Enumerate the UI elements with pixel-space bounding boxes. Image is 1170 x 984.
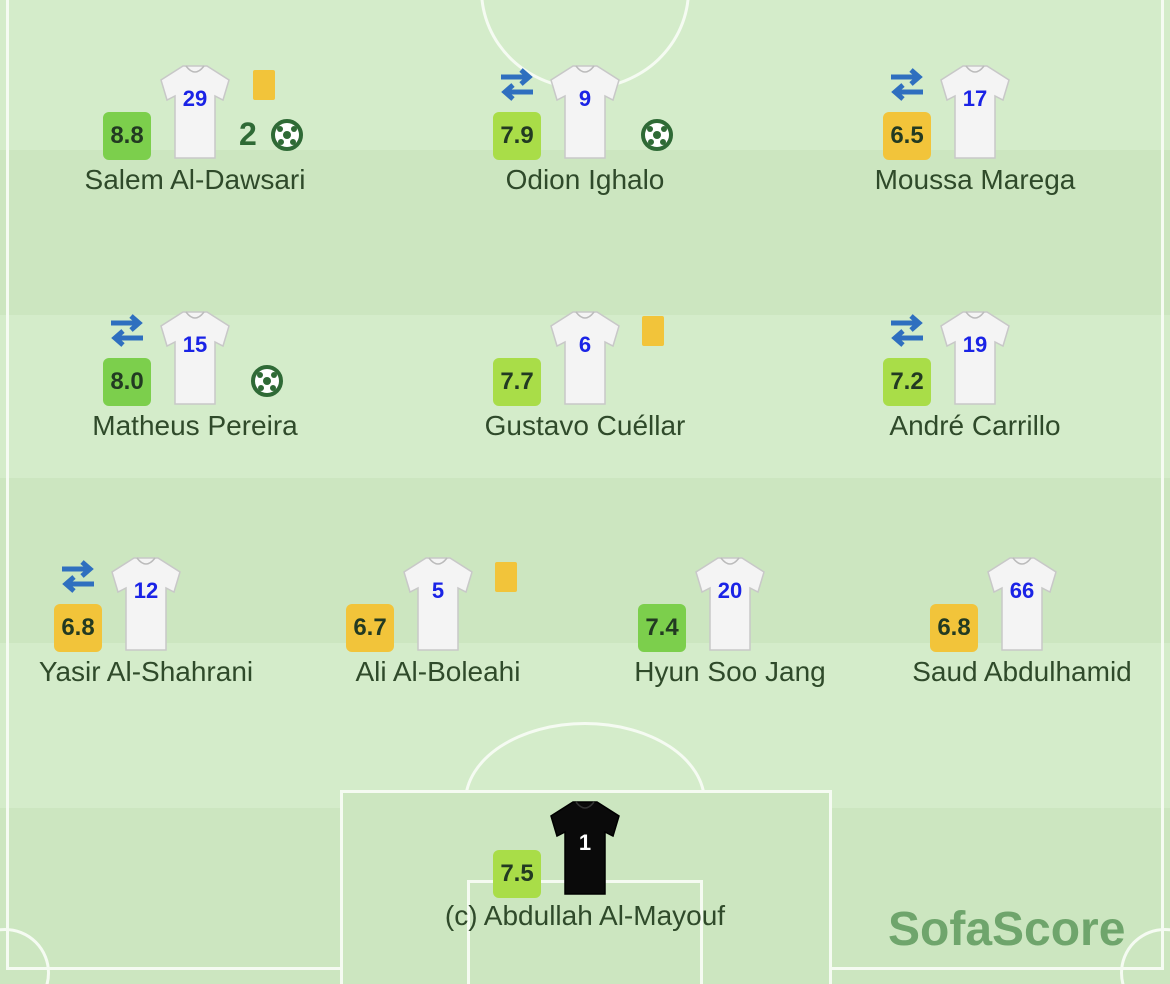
shirt-icon: 17 xyxy=(939,64,1011,160)
shirt-icon: 6 xyxy=(549,310,621,406)
player-name: Ali Al-Boleahi xyxy=(355,656,521,687)
shirt-icon: 15 xyxy=(159,310,231,406)
player-rating: 8.0 xyxy=(103,358,151,406)
shirt-number: 17 xyxy=(962,86,988,111)
player-name: Matheus Pereira xyxy=(92,410,298,441)
shirt-number: 66 xyxy=(1009,578,1035,603)
substitution-icon xyxy=(887,66,927,102)
substitution-icon xyxy=(497,66,537,102)
ball-icon xyxy=(250,364,284,398)
yellow-card-icon xyxy=(495,562,517,592)
player-rating: 6.8 xyxy=(54,604,102,652)
shirt-number: 12 xyxy=(133,578,159,603)
player-rating: 8.8 xyxy=(103,112,151,160)
shirt-icon: 19 xyxy=(939,310,1011,406)
shirt-icon: 66 xyxy=(986,556,1058,652)
player-rating: 7.9 xyxy=(493,112,541,160)
player-card[interactable]: 6.8 12 Yasir Al-Shahrani xyxy=(0,556,296,706)
player-name: Odion Ighalo xyxy=(505,164,665,195)
player-name: Saud Abdulhamid xyxy=(912,656,1132,687)
player-card[interactable]: 6.5 17 Moussa Marega xyxy=(825,64,1125,214)
player-rating: 7.4 xyxy=(638,604,686,652)
shirt-number: 1 xyxy=(578,830,592,855)
player-name: Salem Al-Dawsari xyxy=(84,164,306,195)
shirt-number: 15 xyxy=(182,332,208,357)
yellow-card-icon xyxy=(642,316,664,346)
player-card[interactable]: 7.2 19 André Carrillo xyxy=(825,310,1125,460)
player-name: Hyun Soo Jang xyxy=(634,656,826,687)
goals-count: 2 xyxy=(239,116,257,152)
player-rating: 6.8 xyxy=(930,604,978,652)
shirt-icon: 5 xyxy=(402,556,474,652)
yellow-card-icon xyxy=(253,70,275,100)
player-card[interactable]: 8.8 29 2 Salem Al-Dawsari xyxy=(45,64,345,214)
player-rating: 7.7 xyxy=(493,358,541,406)
pitch-stripe xyxy=(0,150,1170,315)
player-card[interactable]: 6.8 66 Saud Abdulhamid xyxy=(872,556,1170,706)
shirt-icon: 12 xyxy=(110,556,182,652)
player-rating: 6.7 xyxy=(346,604,394,652)
shirt-number: 19 xyxy=(962,332,988,357)
shirt-icon: 20 xyxy=(694,556,766,652)
player-name: Moussa Marega xyxy=(874,164,1076,195)
shirt-number: 20 xyxy=(717,578,743,603)
shirt-number: 6 xyxy=(578,332,592,357)
player-rating: 7.2 xyxy=(883,358,931,406)
player-card[interactable]: 8.0 15 Matheus Pereira xyxy=(45,310,345,460)
sofascore-logo: SofaScore xyxy=(888,903,1126,956)
player-rating: 6.5 xyxy=(883,112,931,160)
player-name: Yasir Al-Shahrani xyxy=(38,656,254,687)
player-name: André Carrillo xyxy=(889,410,1061,441)
shirt-icon: 9 xyxy=(549,64,621,160)
player-name: (c) Abdullah Al-Mayouf xyxy=(444,900,726,931)
substitution-icon xyxy=(58,558,98,594)
substitution-icon xyxy=(107,312,147,348)
shirt-number: 9 xyxy=(578,86,592,111)
player-card[interactable]: 7.9 9 Odion Ighalo xyxy=(435,64,735,214)
goalkeeper-shirt-icon: 1 xyxy=(549,800,621,896)
player-card[interactable]: 7.4 20 Hyun Soo Jang xyxy=(580,556,880,706)
substitution-icon xyxy=(887,312,927,348)
shirt-number: 5 xyxy=(431,578,445,603)
ball-icon xyxy=(270,118,304,152)
ball-icon xyxy=(640,118,674,152)
player-name: Gustavo Cuéllar xyxy=(484,410,686,441)
player-card[interactable]: 6.7 5 Ali Al-Boleahi xyxy=(288,556,588,706)
shirt-number: 29 xyxy=(182,86,208,111)
player-card[interactable]: 7.7 6 Gustavo Cuéllar xyxy=(435,310,735,460)
player-card[interactable]: 7.5 1 (c) Abdullah Al-Mayouf xyxy=(435,800,735,950)
player-rating: 7.5 xyxy=(493,850,541,898)
shirt-icon: 29 xyxy=(159,64,231,160)
